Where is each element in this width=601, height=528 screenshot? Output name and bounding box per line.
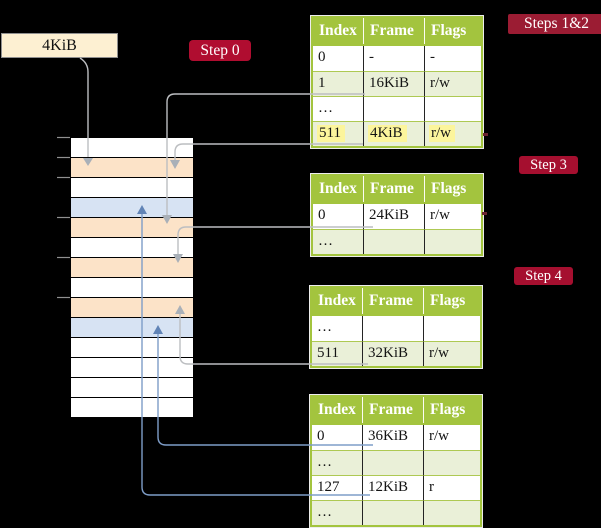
- table-cell: 0: [313, 204, 364, 229]
- table-cell: [363, 500, 424, 525]
- table-cell: [425, 96, 481, 121]
- column-header: Frame: [363, 397, 424, 423]
- column-header: Flags: [424, 288, 480, 314]
- table-row: 511 4KiB r/w: [313, 121, 481, 146]
- table-cell: …: [313, 229, 364, 254]
- table-cell: …: [312, 316, 363, 341]
- physical-memory-stack: [70, 137, 194, 418]
- table-cell: …: [312, 500, 363, 525]
- table-cell: -: [425, 46, 481, 71]
- memory-frame-row: [71, 238, 193, 258]
- page-size-box: 4KiB: [1, 33, 118, 58]
- table-cell: 12KiB: [363, 475, 424, 500]
- table-cell: r/w: [425, 71, 481, 96]
- table-cell: [424, 316, 480, 341]
- column-header: Frame: [363, 288, 424, 314]
- memory-frame-row: [71, 298, 193, 318]
- table-cell: …: [313, 96, 364, 121]
- memory-tick-marks: [57, 136, 70, 299]
- table-row: …: [313, 229, 481, 254]
- table-row: …: [312, 316, 480, 341]
- table-row: 0--: [313, 46, 481, 71]
- table-cell: [363, 316, 424, 341]
- memory-frame-row: [71, 138, 193, 158]
- table-cell: 511: [312, 341, 363, 366]
- table-cell: 32KiB: [363, 341, 424, 366]
- highlighted-value: r/w: [429, 125, 455, 142]
- table-cell: r/w: [424, 425, 480, 450]
- highlighted-value: 511: [317, 125, 345, 142]
- badge-steps-1-2: Steps 1&2: [508, 14, 601, 34]
- badge-step-0: Step 0: [189, 40, 251, 61]
- table-cell: 16KiB: [364, 71, 425, 96]
- column-header: Index: [312, 288, 363, 314]
- table-cell: r/w: [425, 121, 481, 146]
- memory-frame-row: [71, 278, 193, 298]
- column-header: Index: [313, 18, 364, 44]
- highlighted-value: 4KiB: [368, 125, 407, 142]
- memory-frame-row: [71, 158, 193, 178]
- memory-frame-row: [71, 358, 193, 378]
- table-cell: r/w: [424, 341, 480, 366]
- memory-frame-row: [71, 198, 193, 218]
- column-header: Frame: [364, 176, 425, 202]
- column-header: Flags: [424, 397, 480, 423]
- table-cell: 127: [312, 475, 363, 500]
- table-cell: …: [312, 450, 363, 475]
- badge-step-4: Step 4: [514, 267, 573, 285]
- table-cell: 24KiB: [364, 204, 425, 229]
- table-cell: [364, 229, 425, 254]
- memory-frame-row: [71, 258, 193, 278]
- table-cell: 0: [312, 425, 363, 450]
- table-cell: 1: [313, 71, 364, 96]
- column-header: Index: [312, 397, 363, 423]
- table-cell: 36KiB: [363, 425, 424, 450]
- memory-frame-row: [71, 178, 193, 198]
- table-cell: -: [364, 46, 425, 71]
- table-cell: 4KiB: [364, 121, 425, 146]
- table-cell: 0: [313, 46, 364, 71]
- memory-frame-row: [71, 378, 193, 398]
- column-header: Flags: [425, 18, 481, 44]
- memory-frame-row: [71, 318, 193, 338]
- column-header: Frame: [364, 18, 425, 44]
- table-cell: [424, 500, 480, 525]
- table-cell: r: [424, 475, 480, 500]
- table-row: …: [312, 500, 480, 525]
- table-cell: [425, 229, 481, 254]
- table-cell: [363, 450, 424, 475]
- memory-frame-row: [71, 218, 193, 238]
- column-header: Flags: [425, 176, 481, 202]
- table-row: …: [312, 450, 480, 475]
- table-cell: [364, 96, 425, 121]
- memory-frame-row: [71, 398, 193, 417]
- table-cell: 511: [313, 121, 364, 146]
- table-cell: [424, 450, 480, 475]
- badge-step-3: Step 3: [519, 156, 578, 174]
- memory-frame-row: [71, 338, 193, 358]
- table-row: …: [313, 96, 481, 121]
- column-header: Index: [313, 176, 364, 202]
- table-cell: r/w: [425, 204, 481, 229]
